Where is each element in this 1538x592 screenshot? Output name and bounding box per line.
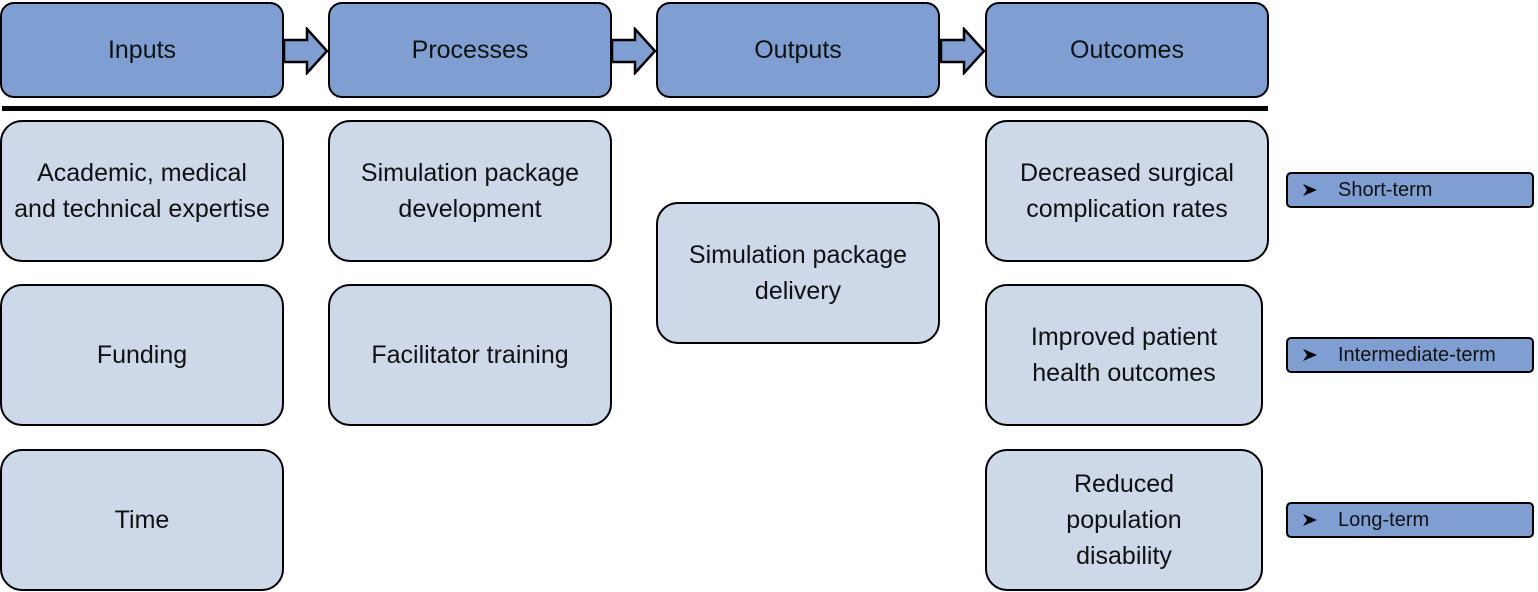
arrow-bullet-icon bbox=[1302, 513, 1322, 527]
header-outcomes: Outcomes bbox=[985, 2, 1269, 98]
term-intermediate: Intermediate-term bbox=[1286, 337, 1534, 373]
arrow-outputs-to-outcomes-icon bbox=[940, 27, 986, 75]
outcome-complication-rates: Decreased surgical complication rates bbox=[985, 120, 1269, 262]
input-funding: Funding bbox=[0, 284, 284, 426]
input-expertise: Academic, medical and technical expertis… bbox=[0, 120, 284, 262]
outcome-population-disability: Reduced population disability bbox=[985, 449, 1263, 591]
outcome-patient-health: Improved patient health outcomes bbox=[985, 284, 1263, 426]
term-label: Intermediate-term bbox=[1338, 343, 1496, 366]
process-package-development: Simulation package development bbox=[328, 120, 612, 262]
divider bbox=[2, 106, 1268, 111]
term-long: Long-term bbox=[1286, 502, 1534, 538]
arrow-bullet-icon bbox=[1302, 183, 1322, 197]
output-package-delivery: Simulation package delivery bbox=[656, 202, 940, 344]
input-time: Time bbox=[0, 449, 284, 591]
header-inputs: Inputs bbox=[0, 2, 284, 98]
term-short: Short-term bbox=[1286, 172, 1534, 208]
term-label: Long-term bbox=[1338, 508, 1430, 531]
arrow-processes-to-outputs-icon bbox=[611, 27, 657, 75]
arrow-bullet-icon bbox=[1302, 348, 1322, 362]
header-outputs: Outputs bbox=[656, 2, 940, 98]
header-processes: Processes bbox=[328, 2, 612, 98]
arrow-inputs-to-processes-icon bbox=[283, 27, 329, 75]
term-label: Short-term bbox=[1338, 178, 1433, 201]
process-facilitator-training: Facilitator training bbox=[328, 284, 612, 426]
